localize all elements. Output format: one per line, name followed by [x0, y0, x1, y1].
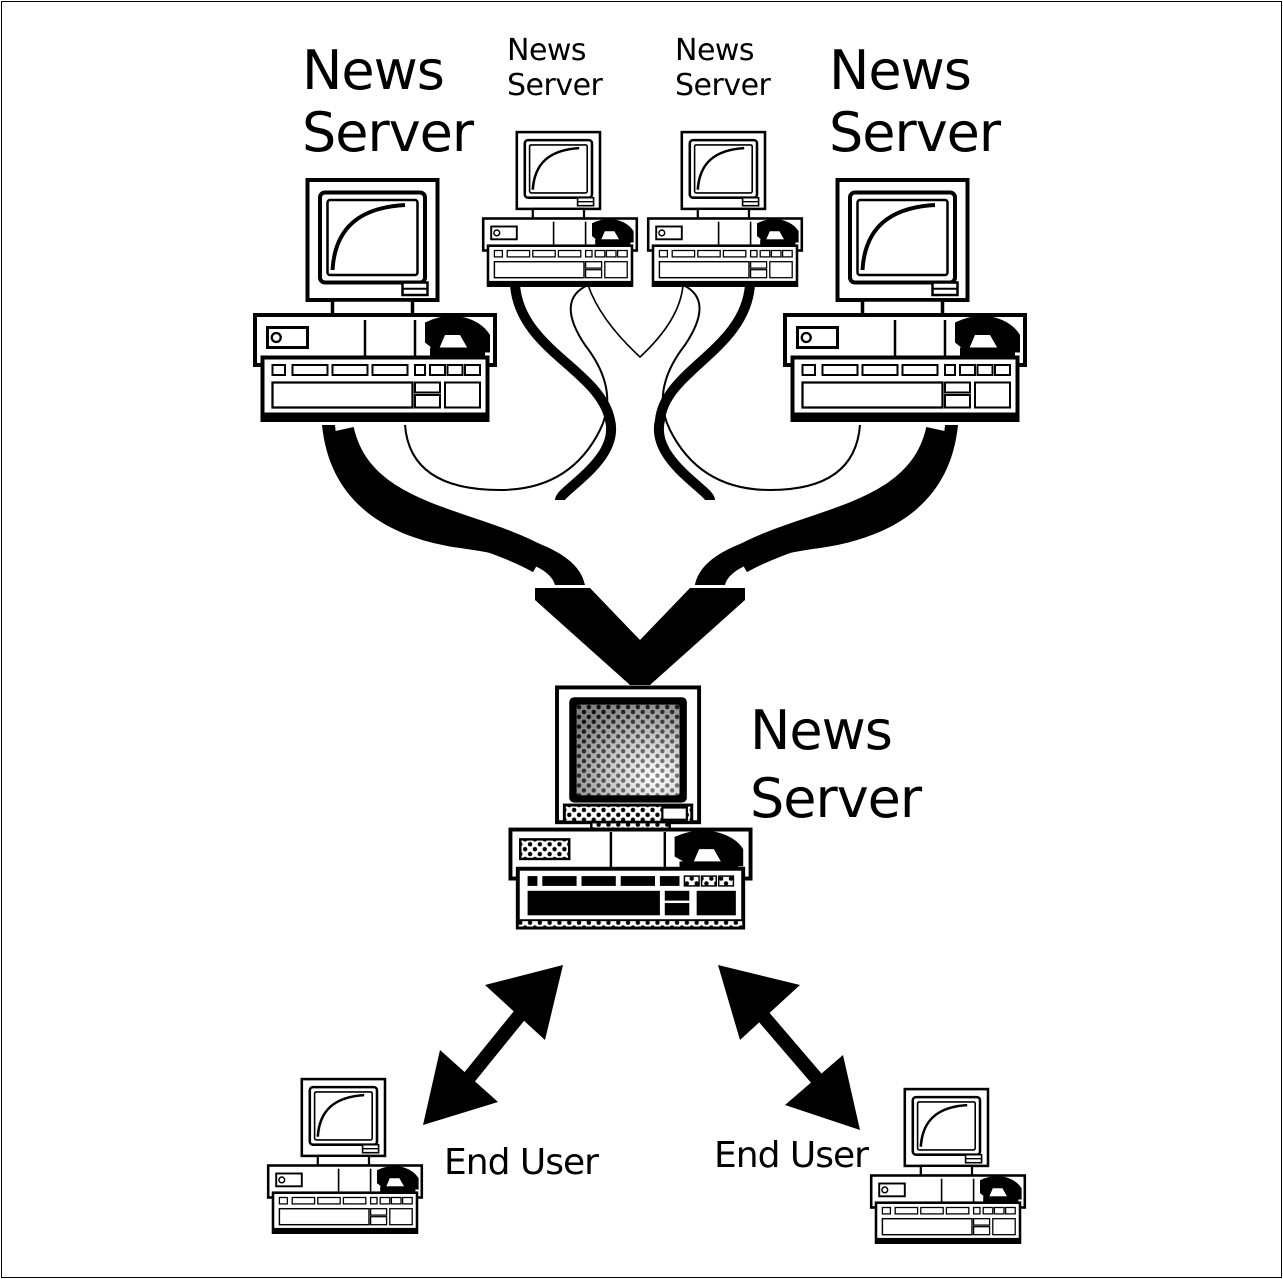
label-line-server: Server: [829, 101, 1001, 164]
arrow-left: [423, 965, 563, 1125]
label-line-server: Server: [302, 101, 474, 164]
label-line-server: Server: [675, 68, 771, 103]
cable-thin-cross: [587, 284, 684, 359]
label-line-news: News: [829, 39, 972, 102]
cable-mid-left: [510, 284, 617, 502]
ribbon-right-b: [733, 426, 954, 573]
label-end-user-right: End User: [714, 1135, 869, 1176]
label-news-server-mid-left: News Server: [507, 33, 603, 103]
ribbon-left-b: [326, 426, 547, 573]
news-server-computer-far-right: [785, 180, 1025, 420]
label-line-news: News: [750, 699, 893, 762]
funnel-v: [535, 588, 745, 685]
connection-cables: [322, 284, 958, 685]
label-line-server: Server: [750, 767, 922, 830]
label-line-news: News: [507, 33, 587, 68]
label-line-news: News: [675, 33, 755, 68]
end-user-computer-left: [266, 1077, 424, 1235]
cable-thin-right: [661, 284, 861, 492]
label-end-user-left: End User: [444, 1142, 599, 1183]
cable-thin-left: [404, 284, 609, 492]
arrow-right: [718, 965, 860, 1130]
cable-mid-right: [653, 284, 755, 502]
news-server-computer-mid-left: [481, 130, 639, 288]
news-server-computer-center: [510, 687, 750, 927]
label-news-server-center: News Server: [750, 699, 922, 830]
label-line-news: News: [302, 39, 445, 102]
news-server-computer-mid-right: [646, 130, 804, 288]
label-news-server-far-left: News Server: [302, 39, 474, 164]
label-news-server-mid-right: News Server: [675, 33, 771, 103]
label-news-server-far-right: News Server: [829, 39, 1001, 164]
news-server-computer-far-left: [255, 180, 495, 420]
end-user-computer-right: [869, 1087, 1027, 1245]
label-line-server: Server: [507, 68, 603, 103]
